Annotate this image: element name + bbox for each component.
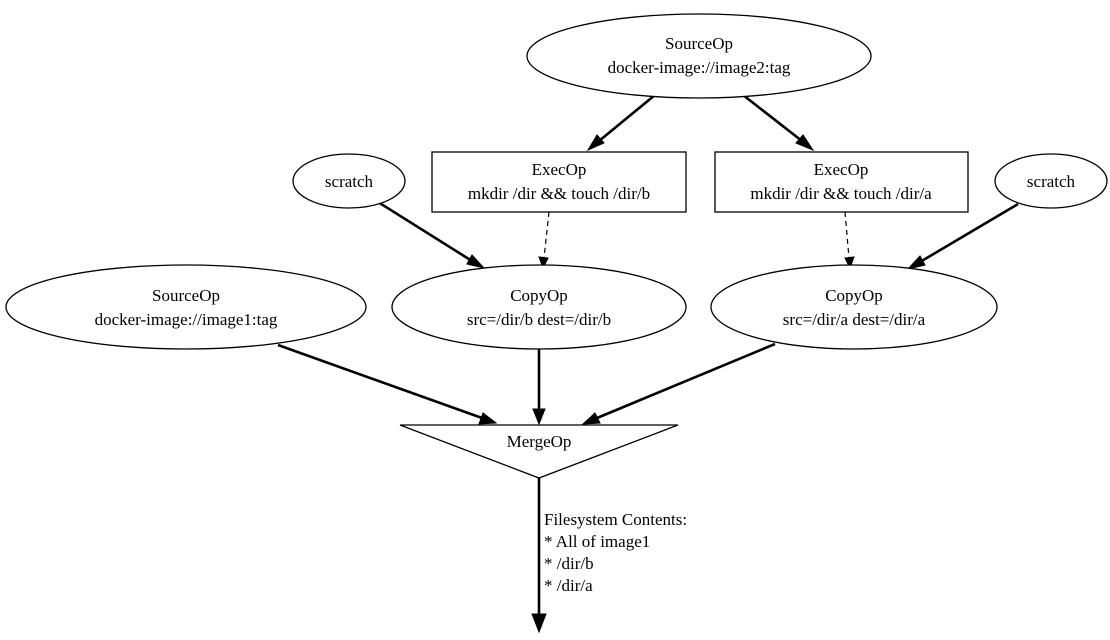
node-source-image1: SourceOp docker-image://image1:tag	[5, 264, 367, 350]
node-copy-b: CopyOp src=/dir/b dest=/dir/b	[391, 264, 687, 350]
output-label-title: Filesystem Contents:	[544, 510, 687, 529]
node-merge-shape	[399, 424, 679, 479]
output-label-item-2: * /dir/b	[544, 554, 594, 573]
node-copy-b-detail: src=/dir/b dest=/dir/b	[467, 310, 611, 329]
node-copy-a-shape	[710, 264, 998, 350]
node-copy-a-type: CopyOp	[825, 286, 883, 305]
edge-exec-b-to-copy-b	[538, 211, 550, 270]
node-source-image1-shape	[5, 264, 367, 350]
node-source-image1-detail: docker-image://image1:tag	[95, 310, 278, 329]
output-label-item-1: * All of image1	[544, 532, 650, 551]
node-exec-a-type: ExecOp	[814, 160, 869, 179]
edge-scratch-right-to-copy-a	[906, 202, 1019, 270]
edge-scratch-left-to-copy-b	[377, 200, 486, 269]
node-scratch-right-shape	[994, 153, 1108, 209]
edge-source-image2-to-exec-b	[586, 93, 656, 152]
node-exec-b-shape	[431, 151, 687, 213]
node-exec-a-detail: mkdir /dir && touch /dir/a	[750, 184, 932, 203]
node-source-image2-shape	[526, 13, 872, 99]
node-scratch-right-label: scratch	[1027, 172, 1076, 191]
node-source-image2-detail: docker-image://image2:tag	[608, 58, 791, 77]
output-edge-label: Filesystem Contents: * All of image1 * /…	[544, 510, 687, 595]
node-exec-b-detail: mkdir /dir && touch /dir/b	[468, 184, 650, 203]
node-exec-b-type: ExecOp	[532, 160, 587, 179]
node-exec-a-shape	[714, 151, 969, 213]
node-scratch-left-shape	[292, 153, 406, 209]
node-copy-a: CopyOp src=/dir/a dest=/dir/a	[710, 264, 998, 350]
edge-copy-b-to-merge	[532, 345, 546, 426]
node-scratch-right: scratch	[994, 153, 1108, 209]
edge-source-image2-to-exec-a	[742, 93, 815, 152]
node-exec-a: ExecOp mkdir /dir && touch /dir/a	[714, 151, 969, 213]
output-label-item-3: * /dir/a	[544, 576, 593, 595]
node-copy-b-type: CopyOp	[510, 286, 568, 305]
node-exec-b: ExecOp mkdir /dir && touch /dir/b	[431, 151, 687, 213]
node-source-image2-type: SourceOp	[665, 34, 733, 53]
edge-copy-a-to-merge	[581, 342, 776, 425]
edge-merge-to-output	[531, 478, 547, 634]
node-merge: MergeOp	[399, 424, 679, 479]
edge-exec-a-to-copy-a	[844, 211, 855, 270]
node-source-image2: SourceOp docker-image://image2:tag	[526, 13, 872, 99]
node-merge-label: MergeOp	[507, 432, 572, 451]
edge-source-image1-to-merge	[277, 343, 498, 425]
node-copy-a-detail: src=/dir/a dest=/dir/a	[783, 310, 926, 329]
edges	[277, 93, 1019, 634]
node-scratch-left: scratch	[292, 153, 406, 209]
node-scratch-left-label: scratch	[325, 172, 374, 191]
node-copy-b-shape	[391, 264, 687, 350]
node-source-image1-type: SourceOp	[152, 286, 220, 305]
